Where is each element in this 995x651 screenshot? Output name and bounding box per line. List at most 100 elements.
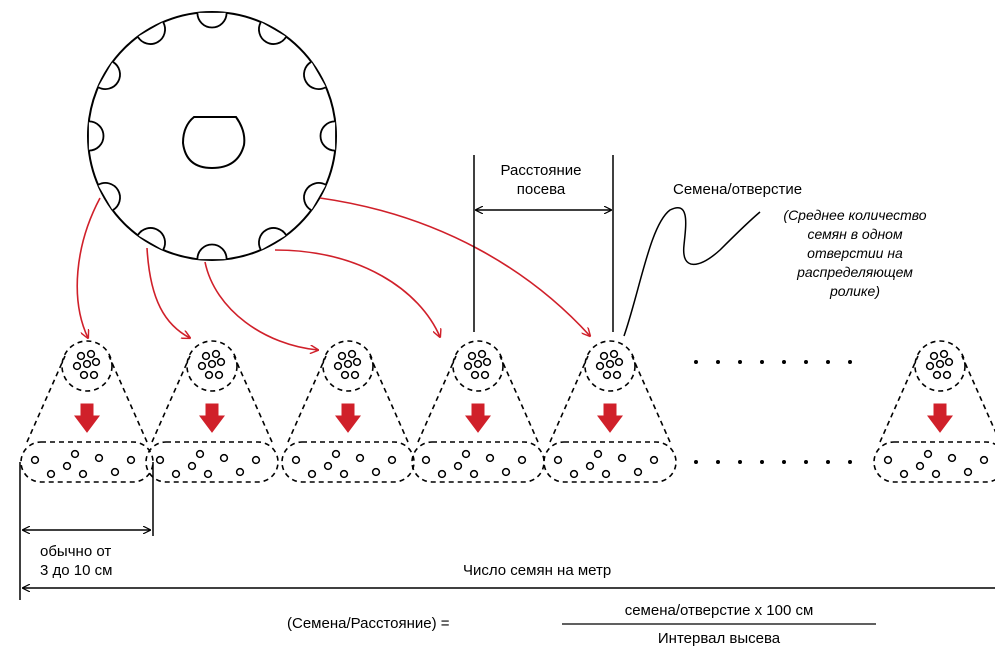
seed [219,453,229,463]
note-line-3: отверстии на [807,245,903,261]
ellipsis-dot [782,460,786,464]
seed [931,469,941,479]
seed [480,370,490,380]
seed [91,357,101,367]
formula-numerator: семена/отверстие х 100 см [624,602,814,619]
red-arrow-1 [76,197,101,338]
seeding-distance-label: Расстояние посева [486,161,596,199]
ellipsis-dot [826,360,830,364]
seed [204,370,214,380]
seed [291,455,301,465]
seed [899,469,909,479]
down-arrow-icon [199,403,225,433]
roller-notch [88,120,105,152]
seed [939,349,949,359]
seed [473,359,483,369]
seed [203,469,213,479]
seed [602,370,612,380]
typical-spacing-label: обычно от 3 до 10 см [40,542,112,580]
seed [46,469,56,479]
red-arrow-4 [274,249,440,337]
roller-notch [303,61,327,90]
seeds-per-hole-pointer [623,207,761,337]
ellipsis-dot [848,360,852,364]
ellipsis-dot [760,360,764,364]
seed-row-zone [411,441,545,483]
roller-notch [97,61,121,90]
seed [517,455,527,465]
note-line-4: распределяющем [797,264,913,280]
down-arrow-icon [335,403,361,433]
seed-roller-disc-icon [87,11,337,261]
formula-left-side: (Семена/Расстояние) = [287,615,450,632]
roller-notch [258,227,287,251]
funnel-sides [549,355,671,443]
roller-notch [319,120,336,152]
seed [453,461,463,471]
seed [932,370,942,380]
ellipsis-dot [716,360,720,364]
roller-notch [303,182,327,211]
seed [935,359,945,369]
seed-unit [20,340,154,483]
seed [82,359,92,369]
seed [467,351,477,361]
down-arrow-icon [597,403,623,433]
seed [333,361,343,371]
seed [352,357,362,367]
seed [599,351,609,361]
roller-notch [258,21,287,45]
roller-notch [196,12,228,29]
seed-cluster [914,340,966,392]
seed [110,467,120,477]
seed [195,449,205,459]
roller-notch [137,21,166,45]
roller-shaft-hole [181,116,246,170]
seed [617,453,627,463]
seed [216,357,226,367]
note-line-2: семян в одном [807,226,903,242]
seed-unit [411,340,545,483]
ellipsis-dot [738,360,742,364]
seed [171,469,181,479]
seed [211,349,221,359]
ellipsis-dot [782,360,786,364]
seed [461,449,471,459]
roller-to-seed-arrows [76,197,590,350]
note-line-5: ролике) [829,283,880,299]
seed [463,361,473,371]
seed [387,455,397,465]
seed [421,455,431,465]
note-line-1: (Среднее количество [783,207,927,223]
ellipsis-dot [804,360,808,364]
continuation-dots [694,360,852,464]
seed [86,349,96,359]
seed-row-zone [873,441,995,483]
down-arrow-icon [465,403,491,433]
funnel-sides [287,355,409,443]
roller-notch [196,243,228,260]
seeding-distance-line-1: Расстояние [500,162,582,179]
seeds-per-hole-label: Семена/отверстие [673,181,803,198]
seed [470,370,480,380]
seed [78,469,88,479]
seed-cluster [322,340,374,392]
seed [251,455,261,465]
ellipsis-dot [760,460,764,464]
ellipsis-dot [716,460,720,464]
seed [355,453,365,463]
seed [343,359,353,369]
seed-cluster [61,340,113,392]
down-arrow-icon [927,403,953,433]
seed [593,449,603,459]
seed [595,361,605,371]
seed [605,359,615,369]
seed [612,370,622,380]
seed [963,467,973,477]
seed [155,455,165,465]
seed [207,359,217,369]
red-arrow-3 [204,261,318,350]
seed [339,469,349,479]
